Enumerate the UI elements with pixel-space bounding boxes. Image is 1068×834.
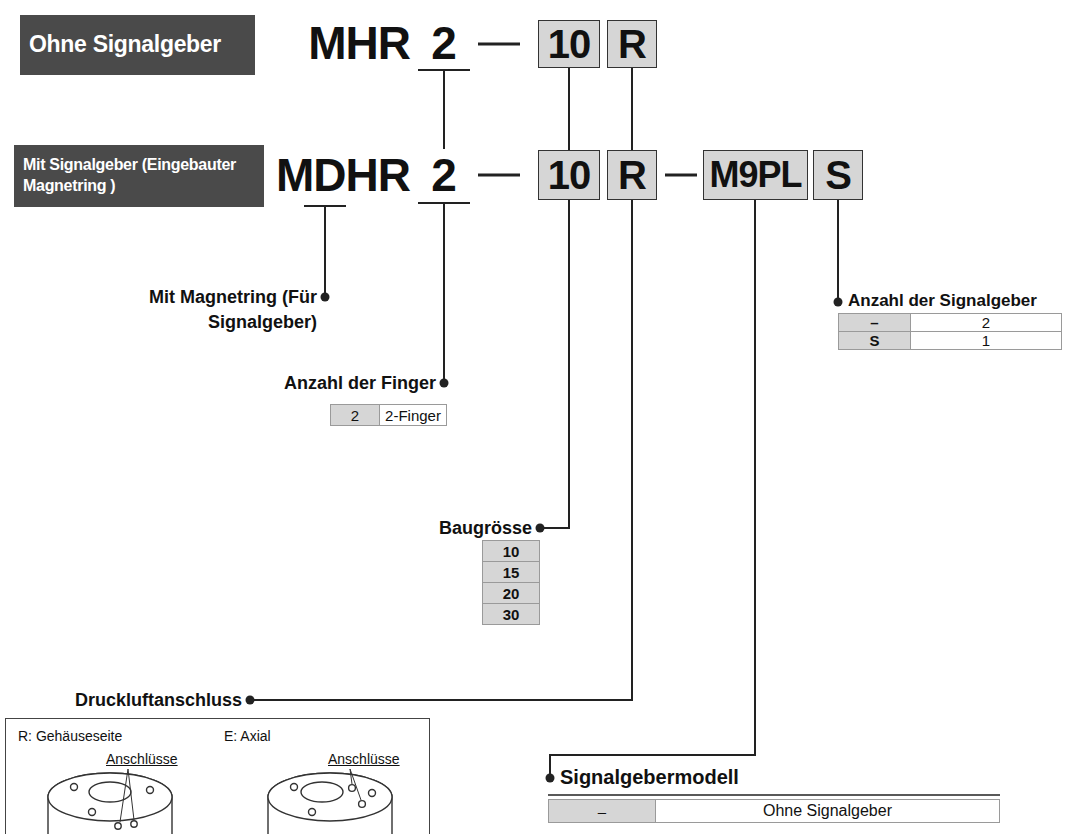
option-heading: Mit Magnetring (Für Signalgeber) — [137, 285, 317, 335]
option-heading: Signalgebermodell — [560, 765, 860, 789]
leader-line — [250, 200, 632, 700]
header-box: Mit Signalgeber (Eingebauter Magnetring … — [14, 145, 264, 207]
model-code: MDHR — [190, 148, 410, 203]
table-cell: S — [838, 331, 911, 350]
leader-line — [837, 200, 839, 302]
table-cell: Ohne Signalgeber — [655, 799, 1000, 823]
node-text: R — [618, 24, 646, 64]
leader-line — [443, 70, 445, 149]
leader-line — [540, 200, 569, 528]
code-box: 10 — [538, 20, 600, 68]
port-option-frame: R: GehäuseseiteAnschlüsse E: AxialAnschlü… — [5, 718, 430, 834]
code-box: S — [813, 150, 863, 200]
code-box: M9PL — [703, 150, 808, 200]
leader-dot — [246, 696, 255, 705]
option-text: Anschlüsse — [106, 751, 178, 767]
option-heading: Anzahl der Signalgeber — [848, 291, 1064, 311]
leader-line — [443, 203, 445, 383]
table-cell: 2-Finger — [379, 404, 447, 426]
code-dash — [478, 43, 520, 46]
option-heading: Druckluftanschluss — [0, 689, 242, 711]
leader-dot — [536, 524, 545, 533]
node-text: S — [825, 155, 851, 195]
leader-line — [550, 200, 755, 778]
model-code: 2 — [424, 16, 464, 71]
option-text: R: Gehäuseseite — [18, 728, 122, 744]
header-box: Ohne Signalgeber — [20, 15, 255, 75]
table-cell: 2 — [330, 404, 380, 426]
gripper-illustration — [48, 773, 392, 834]
leader-dot — [321, 293, 330, 302]
table-cell: 2 — [910, 313, 1062, 332]
table-cell: 20 — [482, 582, 540, 604]
connector-line — [631, 68, 633, 150]
table-cell: 30 — [482, 603, 540, 625]
leader-dot — [834, 298, 843, 307]
node-text: R — [618, 155, 646, 195]
table-cell: 15 — [482, 561, 540, 583]
leader-dot — [546, 774, 555, 783]
model-code: MHR — [200, 16, 410, 71]
option-heading: Baugrösse — [380, 517, 532, 539]
connector-line — [568, 68, 570, 150]
option-text: E: Axial — [224, 728, 271, 744]
node-text: 10 — [548, 155, 591, 195]
node-text: Mit Signalgeber (Eingebauter Magnetring … — [23, 155, 255, 197]
code-dash — [478, 174, 520, 177]
option-heading: Anzahl der Finger — [180, 372, 436, 394]
table-rule — [548, 794, 1000, 796]
table-cell: – — [838, 313, 911, 332]
leader-line — [324, 206, 326, 297]
table-cell: – — [548, 799, 656, 823]
table-cell: 1 — [910, 331, 1062, 350]
code-box: R — [607, 150, 657, 200]
port-leaders — [120, 769, 361, 822]
table-cell: 10 — [482, 540, 540, 562]
option-text: Anschlüsse — [328, 751, 400, 767]
node-text: M9PL — [709, 157, 801, 193]
leader-dot — [440, 379, 449, 388]
code-box: 10 — [538, 150, 600, 200]
code-box: R — [607, 20, 657, 68]
node-text: Ohne Signalgeber — [29, 30, 246, 60]
node-text: 10 — [548, 24, 591, 64]
code-dash — [665, 174, 697, 177]
model-code: 2 — [424, 148, 464, 203]
